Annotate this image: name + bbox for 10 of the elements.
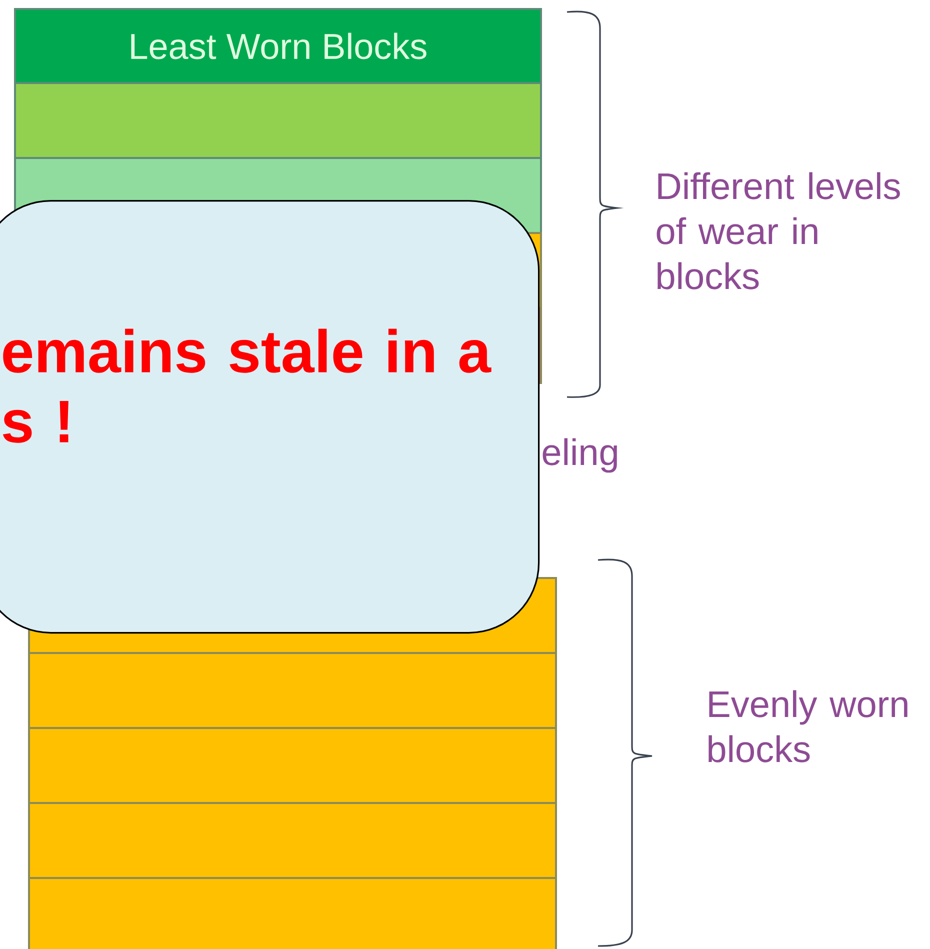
block-box bbox=[28, 877, 557, 949]
annotation-text: eling bbox=[542, 438, 617, 473]
annotation-text: Evenly worn blocks bbox=[708, 690, 908, 762]
annotation-text: Different levels of wear in blocks bbox=[656, 172, 900, 290]
block-box bbox=[28, 727, 557, 804]
block-box: Least Worn Blocks bbox=[14, 8, 542, 84]
block-box bbox=[28, 652, 557, 729]
block-box bbox=[28, 802, 557, 879]
block-box bbox=[14, 82, 542, 159]
callout-dialog: emains stale in a s ! bbox=[0, 200, 540, 634]
